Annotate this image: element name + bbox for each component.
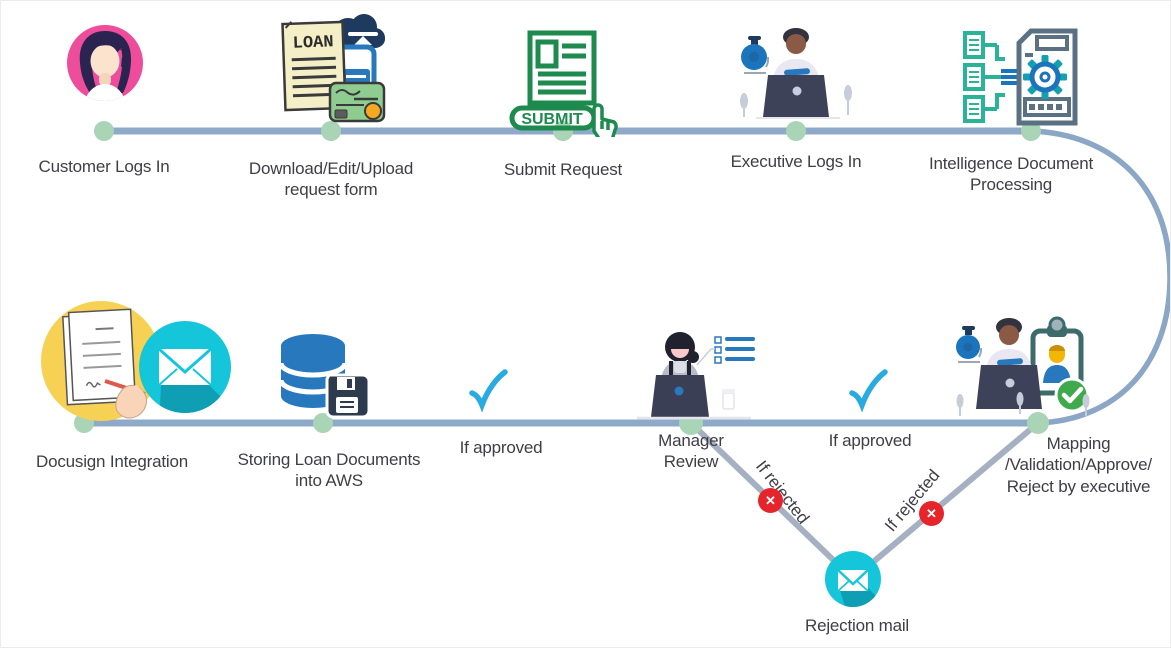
rejected-x-icon-left: ✕ (758, 488, 783, 513)
checklist (696, 336, 755, 366)
docusign-node-label: Docusign Integration (36, 452, 188, 471)
stopwatch (741, 36, 770, 74)
customer-avatar-icon (65, 23, 145, 114)
rejection-mail-icon (825, 551, 881, 607)
docusign-signature-mail-icon (39, 297, 231, 434)
submit-document-icon: SUBMIT (506, 29, 620, 142)
mapping-node-label: Mapping /Validation/Approve/ Reject by e… (1005, 434, 1152, 496)
rejection-mail-label: Rejection mail (805, 616, 909, 635)
rejected-x-icon-right: ✕ (919, 501, 944, 526)
executive-node-label: Executive Logs In (730, 152, 862, 171)
database-save-icon (273, 331, 375, 426)
approved-check-icon-right (847, 369, 889, 418)
loan-form-upload-icon: LOAN (276, 7, 390, 130)
executive-laptop-icon (736, 27, 858, 128)
approved-right-label: If approved (828, 431, 912, 450)
customer-node-label: Customer Logs In (38, 157, 170, 176)
svg-text:LOAN: LOAN (292, 33, 333, 53)
document-processing-icon (961, 27, 1081, 132)
idp-node-label: Intelligence Document Processing (928, 154, 1093, 195)
approved-left-label: If approved (459, 438, 543, 457)
manager-node-label: Manager Review (658, 431, 724, 472)
svg-text:SUBMIT: SUBMIT (521, 111, 583, 128)
reject-branch-right (851, 420, 1040, 582)
aws-node-label: Storing Loan Documents into AWS (237, 450, 421, 491)
request-form-node-label: Download/Edit/Upload request form (248, 159, 414, 200)
submit-node-label: Submit Request (503, 160, 623, 179)
row-connector-curve (1030, 128, 1170, 426)
approved-check-icon-left (467, 369, 509, 418)
manager-review-icon (627, 327, 761, 428)
stopwatch (956, 326, 983, 363)
mapping-validation-icon (953, 313, 1093, 430)
